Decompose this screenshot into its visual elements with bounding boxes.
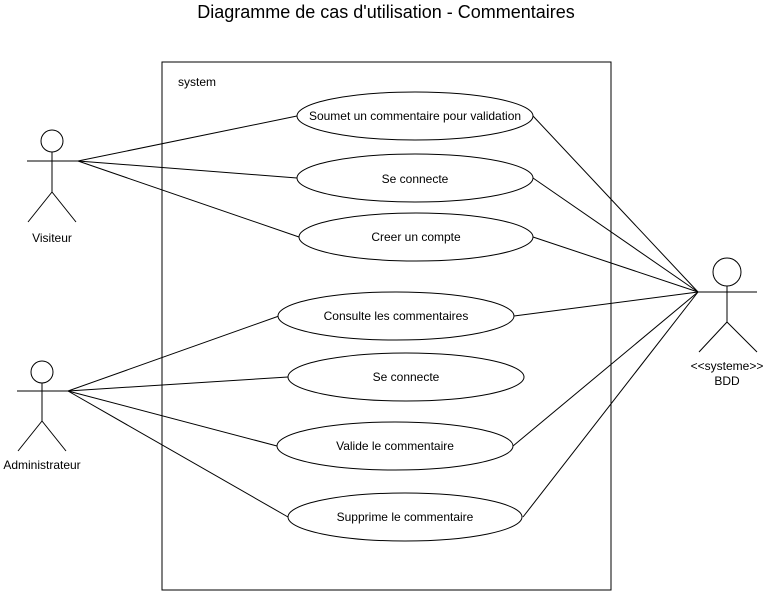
association-line	[532, 115, 699, 293]
associations-administrateur	[67, 315, 289, 518]
use-case-soumet: Soumet un commentaire pour validation	[296, 91, 534, 141]
actor-label: Visiteur	[32, 231, 72, 245]
actor-label: Administrateur	[3, 458, 80, 472]
use-case-label: Valide le commentaire	[336, 439, 454, 453]
diagram-title: Diagramme de cas d'utilisation - Comment…	[197, 2, 575, 22]
actor-bdd: <<systeme>> BDD	[691, 257, 764, 388]
use-case-valide: Valide le commentaire	[276, 421, 514, 471]
association-line	[532, 177, 699, 293]
actor-visiteur: Visiteur	[27, 129, 78, 245]
stick-figure-icon	[17, 360, 68, 452]
associations-bdd	[512, 115, 699, 518]
association-line	[77, 160, 298, 179]
association-line	[67, 376, 289, 392]
association-line	[513, 291, 699, 317]
association-line	[77, 115, 298, 162]
association-line	[512, 291, 699, 447]
system-label: system	[178, 75, 216, 89]
use-case-label: Se connecte	[373, 370, 440, 384]
association-line	[522, 291, 699, 518]
use-case-label: Consulte les commentaires	[324, 309, 469, 323]
use-case-consulte: Consulte les commentaires	[277, 291, 515, 341]
use-case-label: Se connecte	[382, 172, 449, 186]
stick-figure-icon	[27, 129, 78, 223]
actor-stereotype: <<systeme>>	[691, 359, 764, 373]
use-case-label: Creer un compte	[371, 230, 461, 244]
association-line	[67, 315, 280, 392]
association-line	[67, 390, 289, 518]
associations-visiteur	[77, 115, 300, 238]
association-line	[67, 390, 278, 447]
use-case-label: Soumet un commentaire pour validation	[309, 109, 521, 123]
actor-administrateur: Administrateur	[3, 360, 81, 472]
use-case-creer-compte: Creer un compte	[298, 212, 534, 262]
stick-figure-icon	[698, 257, 758, 353]
actor-label: BDD	[714, 374, 740, 388]
use-case-supprime: Supprime le commentaire	[287, 492, 523, 542]
association-line	[77, 160, 300, 238]
use-case-se-connecte-admin: Se connecte	[287, 352, 525, 402]
use-case-label: Supprime le commentaire	[337, 510, 474, 524]
use-case-se-connecte-visiteur: Se connecte	[296, 153, 534, 203]
association-line	[532, 236, 699, 293]
